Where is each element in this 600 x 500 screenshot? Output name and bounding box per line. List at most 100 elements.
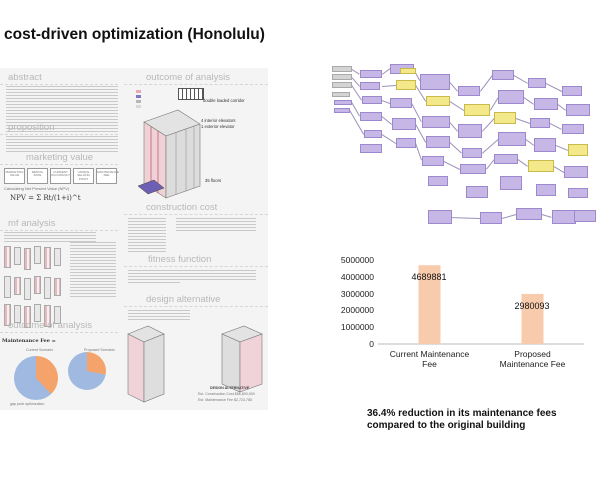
marketing-value-box: MARKETING VALUE [4, 168, 25, 184]
building-variant [44, 277, 51, 299]
component-node[interactable] [428, 210, 452, 224]
component-node[interactable] [536, 184, 556, 196]
section-abstract-heading: abstract [8, 72, 42, 83]
panel-node[interactable] [528, 160, 554, 172]
annotation-corridor: double loaded corridor [203, 98, 245, 103]
panel-node[interactable] [568, 144, 588, 156]
component-node[interactable] [574, 210, 596, 222]
component-node[interactable] [552, 210, 576, 224]
component-node[interactable] [422, 156, 444, 166]
fitness-text-block [176, 270, 256, 282]
building-variant [44, 247, 51, 269]
component-node[interactable] [568, 188, 588, 198]
component-node[interactable] [360, 70, 382, 78]
building-variant [54, 306, 61, 324]
component-node[interactable] [360, 144, 382, 153]
component-node[interactable] [516, 208, 542, 220]
component-node[interactable] [566, 104, 590, 116]
component-node[interactable] [428, 176, 448, 186]
component-node[interactable] [396, 138, 416, 148]
node-wire [502, 214, 517, 219]
node-wire [555, 145, 568, 151]
panel-node[interactable] [464, 104, 490, 116]
component-node[interactable] [362, 96, 382, 104]
pie-chart-proposed [68, 352, 106, 390]
color-legend [136, 90, 160, 112]
component-node[interactable] [422, 116, 450, 128]
component-node[interactable] [360, 82, 380, 90]
node-wire [517, 159, 528, 167]
y-tick-label: 4000000 [340, 271, 374, 282]
component-node[interactable] [494, 154, 518, 164]
component-node[interactable] [466, 186, 488, 198]
component-node[interactable] [364, 130, 382, 138]
parameter-node[interactable] [332, 82, 352, 88]
parameter-node[interactable] [332, 66, 352, 72]
npv-label: Calculating Net Present Value (NPV) [4, 186, 70, 191]
npv-formula: NPV = Σ Rt/(1+i)^t [10, 194, 81, 202]
node-wire [382, 85, 397, 87]
panel-node[interactable] [396, 80, 416, 90]
component-node[interactable] [426, 136, 450, 148]
panel-node[interactable] [426, 96, 450, 106]
component-node[interactable] [420, 74, 450, 90]
component-node[interactable] [392, 118, 416, 130]
component-node[interactable] [534, 98, 558, 110]
divider [0, 332, 118, 333]
component-node[interactable] [492, 70, 514, 80]
section-design-alt-heading: design alternative [146, 294, 221, 305]
component-node[interactable] [460, 164, 486, 174]
panel-node[interactable] [494, 112, 516, 124]
component-node[interactable] [480, 212, 502, 224]
design-alt-text [128, 310, 190, 320]
component-node[interactable] [564, 166, 588, 178]
parameter-node[interactable] [332, 92, 350, 97]
building-variant [24, 278, 31, 300]
component-node[interactable] [562, 124, 584, 134]
component-node[interactable] [360, 112, 382, 121]
building-variant [24, 306, 31, 328]
building-variant [14, 247, 21, 265]
section-outcome-bottom-heading: outcome of analysis [8, 320, 92, 331]
marketing-value-box: UNIQUE SELLING POINT [73, 168, 94, 184]
component-node[interactable] [334, 108, 350, 113]
component-node[interactable] [498, 132, 526, 146]
building-variant [4, 304, 11, 326]
annotation-elevators: 4 interior elevators [201, 118, 236, 123]
bar [521, 293, 544, 344]
component-node[interactable] [462, 148, 482, 158]
annotation-exterior: 1 exterior elevator [201, 124, 235, 129]
fitness-formula [128, 270, 180, 284]
bar-value-label: 2980093 [514, 300, 550, 311]
parameter-node[interactable] [332, 74, 352, 80]
building-variant [54, 248, 61, 266]
research-poster: abstract outcome of analysis double load… [0, 68, 268, 410]
node-wire [447, 217, 480, 219]
component-node[interactable] [534, 138, 556, 152]
panel-node[interactable] [400, 68, 416, 74]
component-node[interactable] [498, 90, 524, 104]
y-tick-label: 1000000 [340, 322, 374, 333]
section-fitness-heading: fitness function [148, 254, 212, 265]
building-variant [34, 276, 41, 294]
pie-label-right: Proposed Scenario [84, 348, 115, 352]
component-node[interactable] [530, 118, 550, 128]
component-node[interactable] [458, 124, 482, 138]
page-title: cost-driven optimization (Honolulu) [4, 26, 265, 43]
component-node[interactable] [334, 100, 352, 105]
component-node[interactable] [500, 176, 522, 190]
component-node[interactable] [562, 86, 582, 96]
node-wire [381, 100, 390, 104]
design-alt-cost: Est. Construction Cost $86,800,000 [198, 392, 255, 396]
section-outcome-top-heading: outcome of analysis [146, 72, 230, 83]
node-wire [381, 134, 396, 144]
building-variant [34, 246, 41, 264]
component-node[interactable] [528, 78, 546, 88]
y-tick-label: 3000000 [340, 288, 374, 299]
building-variant [4, 246, 11, 268]
component-node[interactable] [390, 98, 412, 108]
section-marketing-heading: marketing value [26, 152, 94, 163]
component-node[interactable] [458, 86, 480, 96]
